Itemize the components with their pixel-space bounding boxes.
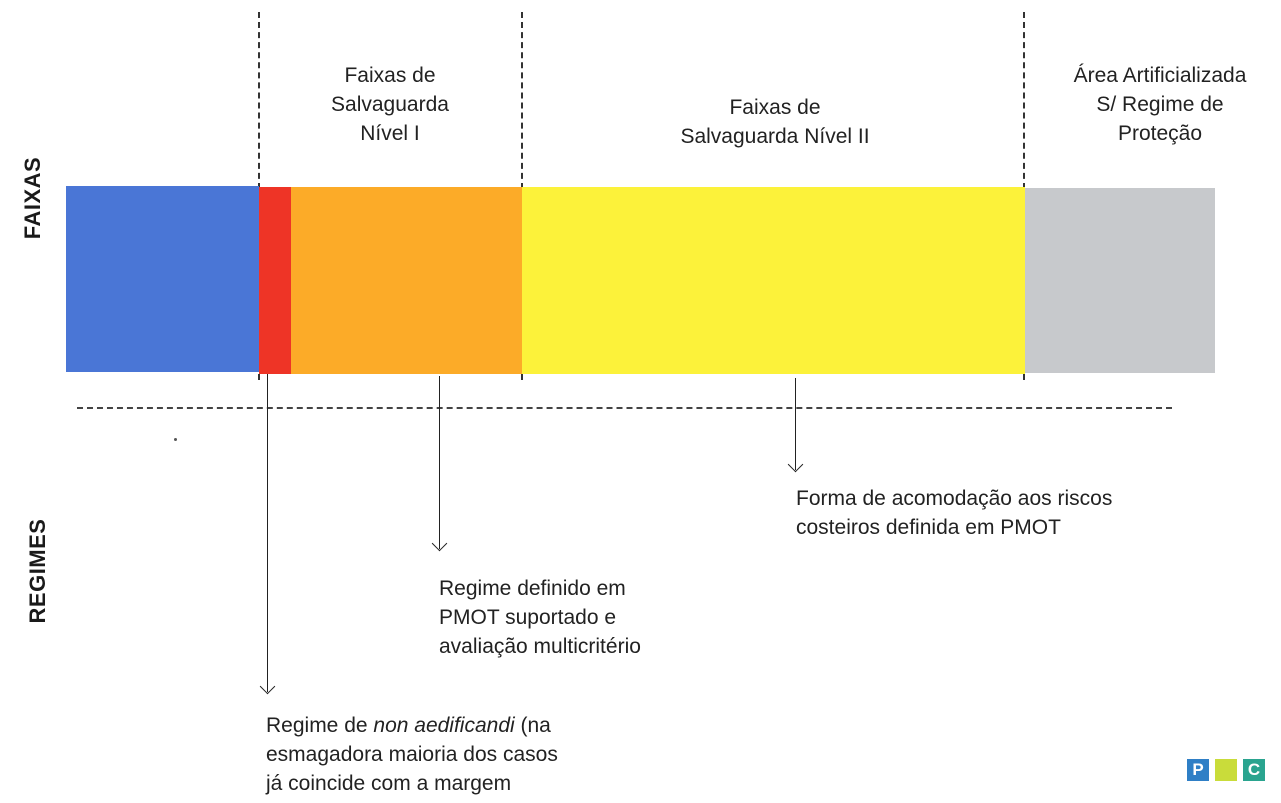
regime-nivel-2-text: Forma de acomodação aos riscos costeiros…: [796, 484, 1216, 542]
regime-prefix: Regime de: [266, 714, 374, 737]
arrow-head-icon: [259, 678, 276, 695]
heading-line: Salvaguarda Nível II: [680, 125, 870, 148]
regimes-axis-label: REGIMES: [25, 518, 50, 624]
regime-line: Regime de non aedificandi (na: [266, 711, 686, 740]
band-area-artificializada: [1025, 188, 1215, 373]
band-salvaguarda-nivel-2: [522, 187, 1025, 374]
logo-letter-p: P: [1187, 759, 1209, 781]
heading-salvaguarda-nivel-1: Faixas de Salvaguarda Nível I: [290, 61, 490, 148]
dot-mark: [174, 438, 177, 441]
heading-salvaguarda-nivel-2: Faixas de Salvaguarda Nível II: [620, 93, 930, 151]
arrow-non-aedificandi: [267, 374, 268, 692]
faixas-axis-label: FAIXAS: [20, 156, 45, 240]
logo-letter-c: C: [1243, 759, 1265, 781]
band-non-aedificandi: [259, 187, 291, 374]
regime-italic-term: non aedificandi: [373, 714, 515, 737]
regime-nivel-1-text: Regime definido em PMOT suportado e aval…: [439, 574, 739, 661]
regime-line: PMOT suportado e: [439, 606, 617, 629]
heading-area-artificializada: Área Artificializada S/ Regime de Proteç…: [1040, 61, 1280, 148]
band-water: [66, 186, 259, 372]
arrow-nivel-1: [439, 376, 440, 549]
arrow-head-icon: [431, 535, 448, 552]
regime-line: costeiros definida em PMOT: [796, 516, 1061, 539]
band-salvaguarda-nivel-1: [291, 187, 522, 374]
arrow-nivel-2: [795, 378, 796, 470]
heading-line: S/ Regime de: [1096, 93, 1224, 116]
regime-line: esmagadora maioria dos casos: [266, 743, 558, 766]
regime-non-aedificandi-text: Regime de non aedificandi (na esmagadora…: [266, 711, 686, 798]
faixas-regimes-divider: [77, 407, 1172, 409]
heading-line: Faixas de: [344, 64, 436, 87]
heading-line: Nível I: [360, 122, 420, 145]
arrow-head-icon: [787, 456, 804, 473]
heading-line: Proteção: [1117, 122, 1203, 145]
heading-line: Salvaguarda: [331, 93, 449, 116]
heading-line: Faixas de: [729, 96, 821, 119]
poc-logo: P C: [1187, 759, 1265, 781]
heading-line: Área Artificializada: [1073, 64, 1247, 87]
regime-line: Forma de acomodação aos riscos: [796, 487, 1113, 510]
logo-letter-o: [1215, 759, 1237, 781]
regime-line: Regime definido em: [439, 577, 626, 600]
regime-line: avaliação multicritério: [439, 635, 641, 658]
regime-line: já coincide com a margem: [266, 772, 512, 795]
regime-suffix: (na: [514, 714, 551, 737]
